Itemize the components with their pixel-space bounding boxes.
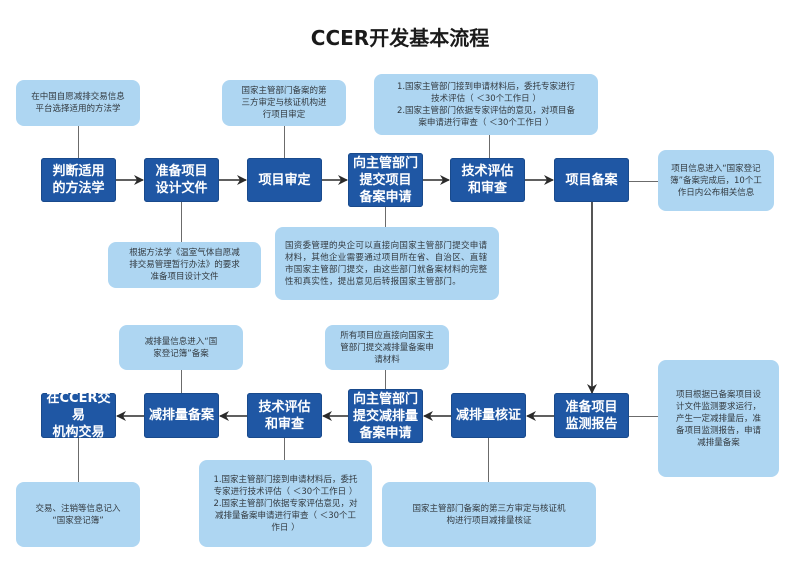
note-validation: 国家主管部门备案的第 三方审定与核证机构进 行项目审定	[222, 80, 346, 126]
note-tech-review-top: 1.国家主管部门接到申请材料后，委托专家进行 技术评估（ ＜30个工作日 ） 2…	[374, 74, 598, 135]
note-tech-review-bottom: 1.国家主管部门接到申请材料后，委托 专家进行技术评估（ ＜30个工作日 ） 2…	[199, 460, 372, 547]
step-submit-reduction-filing[interactable]: 向主管部门 提交减排量 备案申请	[348, 389, 423, 443]
connector-line	[181, 370, 182, 393]
step-reduction-filed[interactable]: 减排量备案	[144, 393, 219, 438]
connector-line	[629, 416, 658, 417]
connector-line	[488, 438, 489, 482]
connector-line	[284, 438, 285, 460]
connector-line	[629, 181, 658, 182]
step-submit-project-filing[interactable]: 向主管部门 提交项目 备案申请	[348, 153, 423, 207]
step-project-validation[interactable]: 项目审定	[247, 158, 322, 202]
note-reduction-filed: 减排量信息进入“国 家登记簿”备案	[119, 325, 243, 370]
note-project-filed: 项目信息进入“国家登记 簿”备案完成后，10个工 作日内公布相关信息	[658, 150, 774, 211]
connector-line	[78, 126, 79, 158]
connector-line	[78, 438, 79, 482]
step-project-filed[interactable]: 项目备案	[554, 158, 629, 202]
note-verification: 国家主管部门备案的第三方审定与核证机 构进行项目减排量核证	[382, 482, 596, 547]
note-trading: 交易、注销等信息记入 “国家登记簿”	[16, 482, 140, 547]
page-title: CCER开发基本流程	[310, 26, 490, 50]
note-design-doc: 根据方法学《温室气体自愿减 排交易管理暂行办法》的要求 准备项目设计文件	[108, 242, 261, 288]
connector-line	[385, 370, 386, 389]
note-reduction-submit: 所有项目应直接向国家主 管部门提交减排量备案申 请材料	[325, 325, 449, 370]
connector-line	[489, 135, 490, 158]
connector-line	[284, 126, 285, 158]
step-select-methodology[interactable]: 判断适用 的方法学	[41, 158, 116, 202]
note-methodology: 在中国自愿减排交易信息 平台选择适用的方法学	[16, 80, 140, 126]
step-tech-review-top[interactable]: 技术评估 和审查	[450, 158, 525, 202]
note-monitoring-report: 项目根据已备案项目设 计文件监测要求运行， 产生一定减排量后，准 备项目监测报告…	[658, 360, 779, 477]
connector-line	[385, 207, 386, 227]
note-project-filing-submit: 国资委管理的央企可以直接向国家主管部门提交申请材料，其他企业需要通过项目所在省、…	[275, 227, 499, 300]
step-tech-review-bottom[interactable]: 技术评估 和审查	[247, 393, 322, 438]
step-ccer-trading[interactable]: 在CCER交易 机构交易	[41, 391, 116, 440]
step-prepare-design-doc[interactable]: 准备项目 设计文件	[144, 158, 219, 202]
step-reduction-verification[interactable]: 减排量核证	[451, 393, 526, 438]
step-monitoring-report[interactable]: 准备项目 监测报告	[554, 393, 629, 438]
connector-line	[181, 202, 182, 242]
